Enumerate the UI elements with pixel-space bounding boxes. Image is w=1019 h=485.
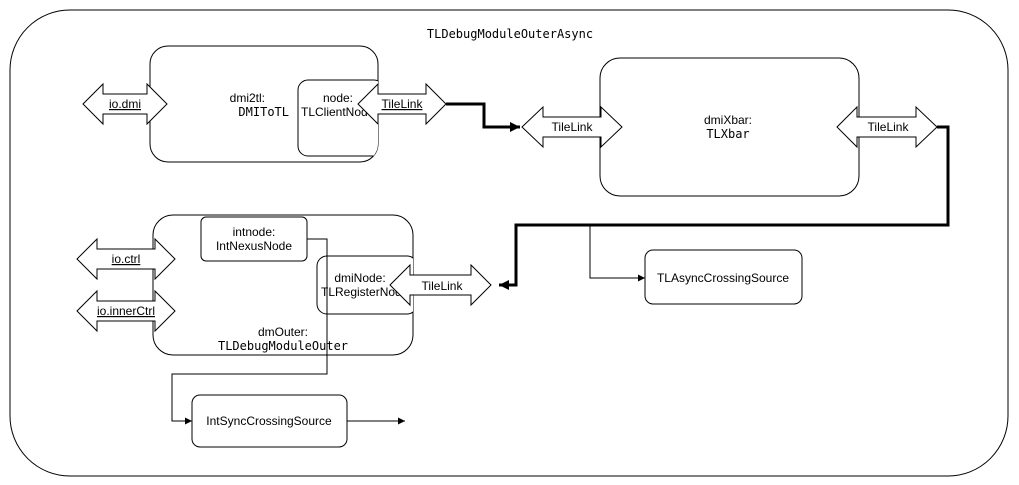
dmi2tl-name: dmi2tl:	[230, 91, 265, 105]
io-dmi-port-arrow	[82, 82, 168, 126]
dmi2tl-block: dmi2tl: DMIToTL node: TLClientNode io.dm…	[82, 45, 447, 163]
bus-dmi2tl-to-xbar	[446, 102, 520, 132]
dmi2tl-type: DMIToTL	[238, 105, 289, 119]
dmouter-tilelink-port-label: TileLink	[422, 279, 464, 293]
dmi2tl-node-label-1: node:	[323, 91, 353, 105]
io-innerctrl-port-label: io.innerCtrl	[97, 304, 155, 318]
dmi2tl-node-label-2: TLClientNode	[301, 105, 375, 119]
intsync-crossing-source-label: IntSyncCrossingSource	[206, 414, 332, 428]
tlasync-crossing-source-label: TLAsyncCrossingSource	[657, 271, 789, 285]
dmixbar-name: dmiXbar:	[704, 113, 752, 127]
bus-xbar-to-dmouter	[499, 125, 950, 290]
wire-intnode-to-intsync	[171, 238, 328, 425]
io-ctrl-port-label: io.ctrl	[112, 252, 141, 266]
tlasync-crossing-source-box	[644, 249, 803, 305]
dmi2tl-tilelink-port-label: TileLink	[382, 97, 424, 111]
dmouter-name: dmOuter:	[258, 325, 308, 339]
dmixbar-tilelink-in-port-arrow	[521, 105, 623, 149]
io-innerctrl-port-arrow	[76, 289, 176, 333]
dmixbar-type: TLXbar	[706, 127, 749, 141]
dmouter-block: dmOuter: TLDebugModuleOuter intnode: Int…	[76, 214, 492, 356]
dmouter-tilelink-port-arrow	[389, 263, 492, 307]
diminode-label-2: TLRegisterNode	[321, 285, 409, 299]
io-ctrl-port-arrow	[76, 237, 176, 281]
dmixbar-tilelink-in-port-label: TileLink	[552, 120, 594, 134]
diminode-label-1: dmiNode:	[334, 271, 385, 285]
io-dmi-port-label: io.dmi	[109, 97, 141, 111]
wire-to-tlasync	[589, 225, 645, 282]
dmouter-type: TLDebugModuleOuter	[218, 339, 348, 353]
dmixbar-tilelink-out-port-label: TileLink	[868, 120, 910, 134]
intnode-label-2: IntNexusNode	[216, 239, 292, 253]
diminode-box	[316, 255, 413, 315]
outer-module-title: TLDebugModuleOuterAsync	[427, 27, 593, 41]
intnode-label-1: intnode:	[233, 225, 276, 239]
